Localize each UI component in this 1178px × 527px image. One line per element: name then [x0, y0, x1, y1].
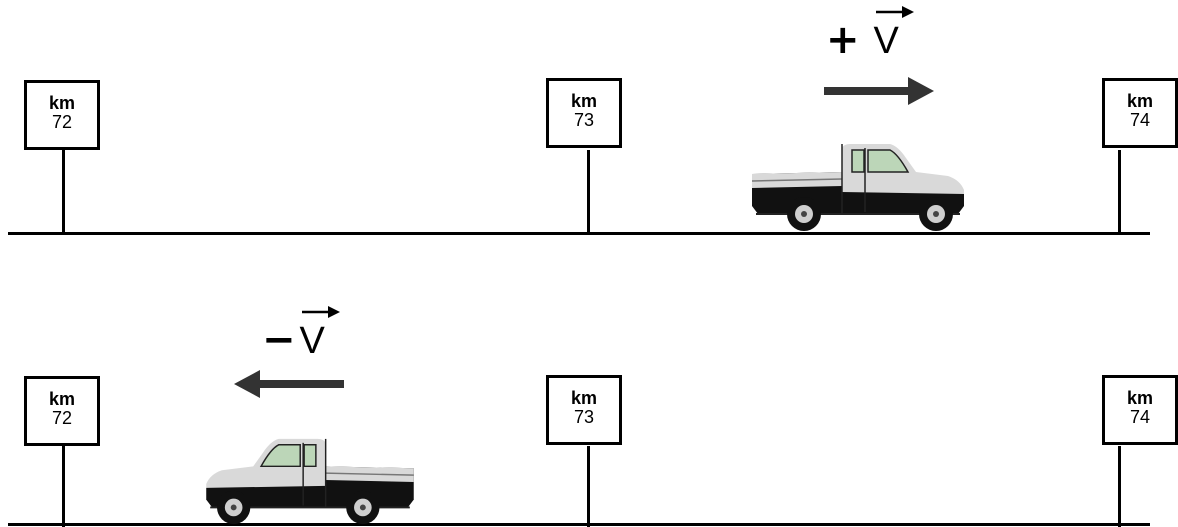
- marker-value: 74: [1129, 110, 1151, 130]
- velocity-label-negative: − V: [262, 306, 340, 363]
- post-km72-bottom: [62, 446, 65, 527]
- marker-unit: km: [570, 388, 597, 408]
- marker-unit: km: [1126, 388, 1153, 408]
- marker-km74-top: km 74: [1102, 78, 1178, 148]
- marker-km72-bottom: km 72: [24, 376, 100, 446]
- post-km72-top: [62, 150, 65, 234]
- marker-value: 73: [573, 110, 595, 130]
- velocity-sign: +: [826, 17, 860, 63]
- velocity-symbol-wrap: V: [873, 6, 914, 62]
- post-km74-top: [1118, 150, 1121, 234]
- marker-unit: km: [48, 389, 75, 409]
- velocity-label-positive: + V: [826, 6, 914, 63]
- marker-value: 72: [51, 408, 73, 428]
- vector-arrow-icon: [301, 306, 340, 318]
- post-km73-top: [587, 150, 590, 234]
- marker-km73-bottom: km 73: [546, 375, 622, 445]
- velocity-symbol-wrap: V: [299, 306, 340, 362]
- marker-km73-top: km 73: [546, 78, 622, 148]
- kinematics-diagram: km 72 km 73 km 74 + V: [8, 6, 1178, 527]
- marker-unit: km: [570, 91, 597, 111]
- marker-unit: km: [1126, 91, 1153, 111]
- direction-right-arrow-icon: [824, 77, 934, 105]
- vector-arrow-icon: [875, 6, 914, 18]
- marker-value: 72: [51, 112, 73, 132]
- direction-left-arrow-icon: [234, 370, 344, 398]
- velocity-sign: −: [262, 317, 296, 363]
- post-km74-bottom: [1118, 446, 1121, 527]
- velocity-symbol: V: [873, 20, 899, 62]
- marker-unit: km: [48, 93, 75, 113]
- marker-km72-top: km 72: [24, 80, 100, 150]
- marker-value: 73: [573, 407, 595, 427]
- road-bottom: [8, 523, 1150, 526]
- marker-value: 74: [1129, 407, 1151, 427]
- road-top: [8, 232, 1150, 235]
- velocity-symbol: V: [299, 320, 325, 362]
- post-km73-bottom: [587, 446, 590, 527]
- pickup-truck-left-icon: [206, 438, 414, 525]
- pickup-truck-right-icon: [751, 144, 964, 231]
- marker-km74-bottom: km 74: [1102, 375, 1178, 445]
